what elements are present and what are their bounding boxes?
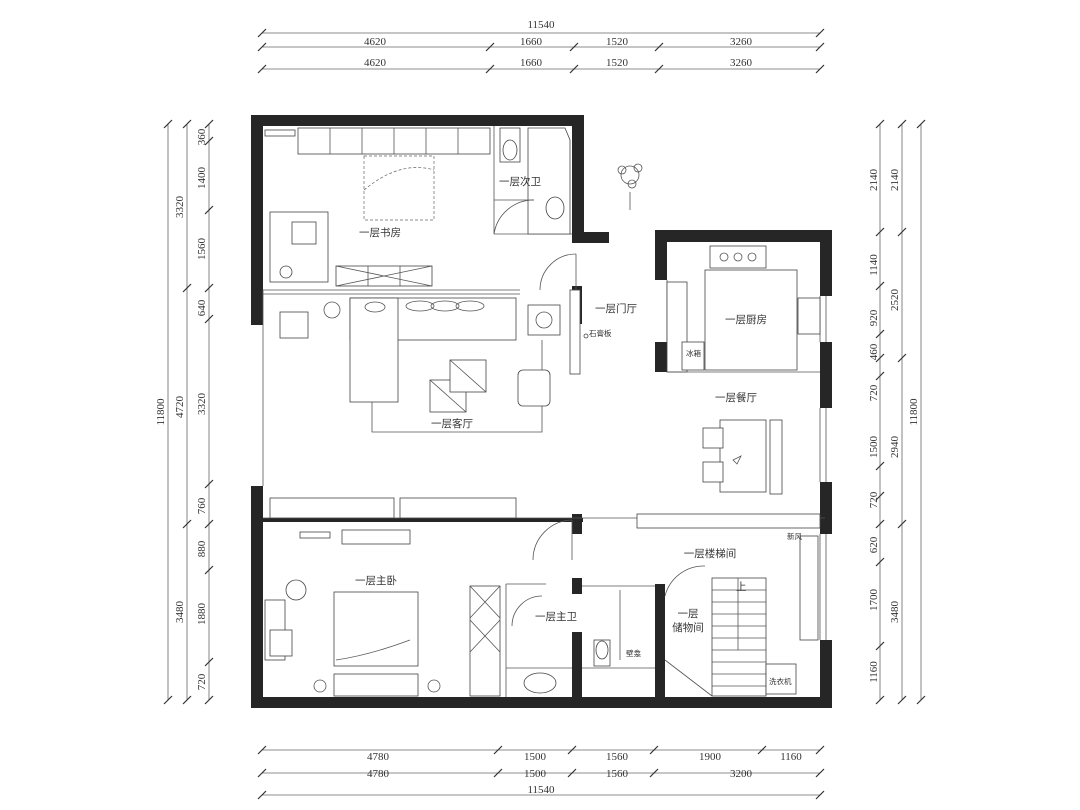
room-master-label: 一层主卧	[355, 574, 397, 587]
room-storage-label-1: 一层	[678, 608, 699, 620]
dim-right-inner-2: 1140	[868, 254, 880, 276]
dim-top-r2-c: 1520	[606, 57, 629, 69]
dim-right-inner-1: 2140	[868, 169, 880, 192]
dim-top-total: 11540	[527, 19, 555, 31]
room-kitchen-label: 一层厨房	[725, 313, 767, 326]
dim-bot-r2-b: 1500	[524, 768, 547, 780]
dim-right-outer-d: 3480	[889, 601, 901, 624]
dim-left-inner-4: 640	[196, 299, 208, 316]
room-master-bath-label: 一层主卫	[535, 611, 577, 623]
room-stair-label: 一层楼梯间	[684, 547, 737, 560]
dim-bot-r1-d: 1900	[699, 751, 722, 763]
dimension-top: 11540 4620 1660 1520 3260 4620 1660 1520…	[257, 19, 825, 74]
dim-left-inner-2: 1400	[196, 167, 208, 190]
dimension-right: 2140 1140 920 460 720 1500 720 620 1700 …	[868, 119, 926, 705]
master-furniture	[264, 497, 573, 697]
dim-left-inner-9: 720	[196, 673, 208, 690]
dim-left-inner-8: 1880	[196, 603, 208, 626]
room-bath2-label: 一层次卫	[499, 175, 541, 188]
dim-top-r2-d: 3260	[730, 57, 753, 69]
dining-furniture	[702, 419, 783, 495]
dim-top-r2-a: 4620	[364, 57, 387, 69]
dim-bot-r2-a: 4780	[367, 768, 390, 780]
dim-right-inner-6: 1500	[868, 436, 880, 459]
dim-top-r1-d: 3260	[730, 36, 753, 48]
dim-left-inner-1: 360	[196, 128, 208, 145]
dim-bot-r1-c: 1560	[606, 751, 629, 763]
dim-left-outer-a: 3320	[174, 196, 186, 219]
dim-bot-r2-c: 1560	[606, 768, 629, 780]
dim-right-outer-b: 2520	[889, 289, 901, 312]
dimension-bottom: 4780 1500 1560 1900 1160 4780 1500 1560 …	[257, 745, 825, 800]
partitions	[262, 126, 827, 697]
room-living-label: 一层客厅	[431, 417, 473, 430]
room-study-label: 一层书房	[359, 226, 401, 239]
dim-right-inner-7: 720	[868, 491, 880, 508]
dim-left-inner-7: 880	[196, 540, 208, 557]
dim-right-total: 11800	[908, 398, 920, 426]
fixture-labels: 石膏板 冰箱 新风 壁龛 洗衣机 上	[589, 328, 802, 686]
dim-bot-r1-e: 1160	[780, 751, 802, 763]
dim-top-r2-b: 1660	[520, 57, 543, 69]
dim-left-inner-3: 1560	[196, 238, 208, 261]
room-foyer-label: 一层门厅	[595, 302, 637, 315]
walls	[251, 115, 832, 708]
dim-right-inner-9: 1700	[868, 589, 880, 612]
dim-left-inner-6: 760	[196, 497, 208, 514]
dim-right-inner-3: 920	[868, 309, 880, 326]
dim-right-outer-a: 2140	[889, 169, 901, 192]
dim-top-r1-c: 1520	[606, 36, 629, 48]
dim-left-total: 11800	[155, 398, 167, 426]
dim-right-inner-10: 1160	[868, 661, 880, 683]
dim-bot-r2-d: 3200	[730, 768, 753, 780]
dim-left-outer-b: 4720	[174, 396, 186, 419]
dim-right-inner-8: 620	[868, 536, 880, 553]
bath2-fixtures	[493, 127, 571, 235]
dim-bot-total: 11540	[527, 784, 555, 796]
entrance-plant	[539, 163, 643, 291]
label-fresh-air: 新风	[787, 531, 802, 541]
dim-right-inner-4: 460	[868, 343, 880, 360]
dim-right-outer-c: 2940	[889, 436, 901, 459]
label-shoe-cabinet: 石膏板	[589, 328, 612, 338]
label-fridge: 冰箱	[686, 348, 701, 358]
kitchen-furniture	[666, 245, 821, 373]
study-furniture	[264, 127, 491, 287]
dim-bot-r1-b: 1500	[524, 751, 547, 763]
room-labels: 一层书房 一层次卫 一层门厅 一层厨房 一层客厅 一层餐厅 一层楼梯间 一层主卧…	[355, 175, 767, 634]
label-niche: 壁龛	[626, 648, 641, 658]
dim-right-inner-5: 720	[868, 384, 880, 401]
dim-left-outer-c: 3480	[174, 601, 186, 624]
label-stair-up: 上	[736, 581, 747, 593]
label-washer: 洗衣机	[769, 676, 792, 686]
dim-top-r1-a: 4620	[364, 36, 387, 48]
living-furniture	[279, 297, 589, 433]
dimension-left: 11800 3320 4720 3480 360 1400 1560 640 3…	[155, 119, 214, 705]
room-dining-label: 一层餐厅	[715, 391, 757, 404]
dim-left-inner-5: 3320	[196, 393, 208, 416]
master-bath-fixtures	[506, 590, 655, 694]
stair	[664, 535, 819, 697]
dim-top-r1-b: 1660	[520, 36, 543, 48]
room-storage-label-2: 储物间	[672, 621, 704, 634]
dim-bot-r1-a: 4780	[367, 751, 390, 763]
